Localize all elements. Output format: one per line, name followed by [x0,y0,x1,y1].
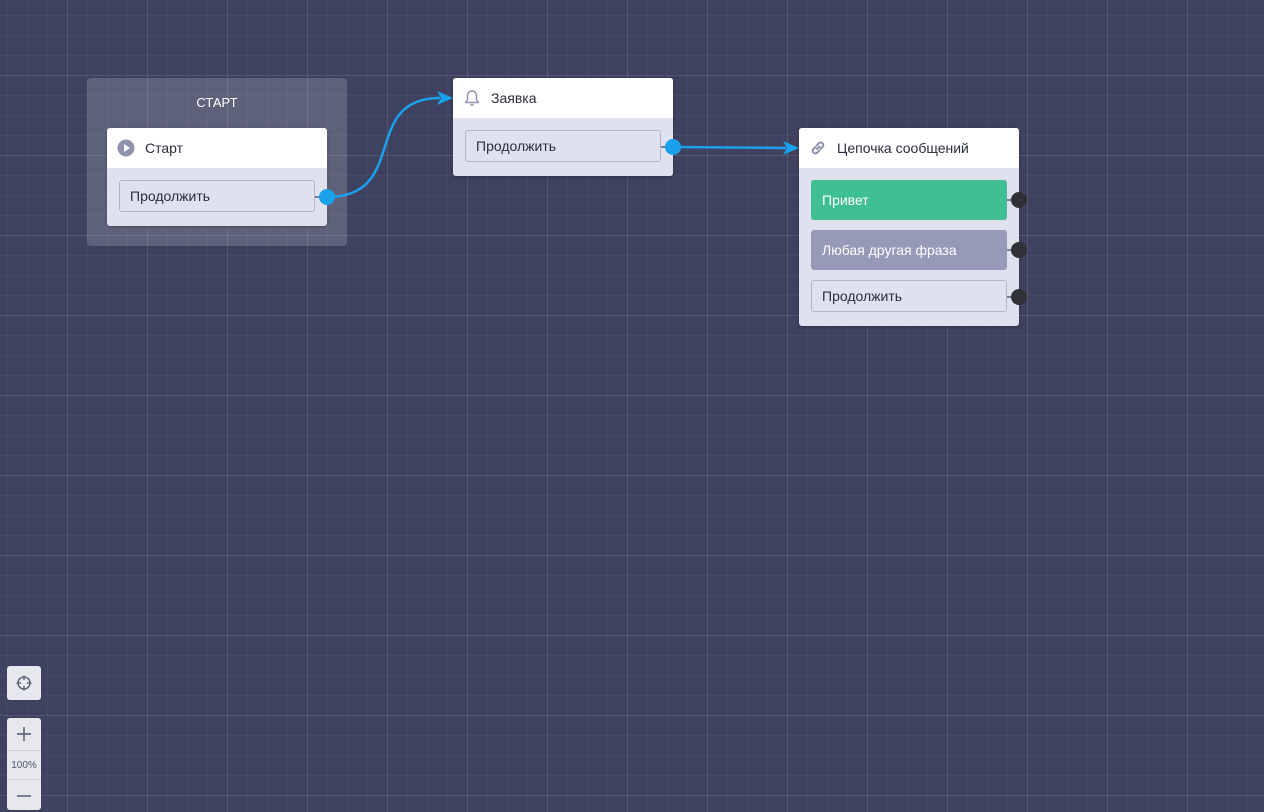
option-continue[interactable]: Продолжить [119,180,315,212]
minus-icon [16,788,32,804]
node-title: Старт [145,140,184,156]
node-request[interactable]: Заявка Продолжить [453,78,673,176]
zoom-controls: 100% [7,718,41,810]
option-continue[interactable]: Продолжить [465,130,661,162]
bell-icon [463,89,481,107]
fit-view-button[interactable] [7,666,41,700]
option-label: Продолжить [822,288,903,304]
option-label: Привет [822,192,869,208]
group-title: СТАРТ [196,95,238,110]
option-any-phrase[interactable]: Любая другая фраза [811,230,1007,270]
link-icon [809,139,827,157]
zoom-out-button[interactable] [7,780,41,812]
option-label: Любая другая фраза [822,242,957,258]
option-label: Продолжить [476,138,557,154]
output-port-hello[interactable] [1011,192,1027,208]
node-message-chain[interactable]: Цепочка сообщений Привет Любая другая фр… [799,128,1019,326]
node-title: Заявка [491,90,537,106]
zoom-in-button[interactable] [7,718,41,750]
node-header[interactable]: Цепочка сообщений [799,128,1019,168]
play-circle-icon [117,139,135,157]
node-start[interactable]: Старт Продолжить [107,128,327,226]
crosshair-icon [15,674,33,692]
node-header[interactable]: Заявка [453,78,673,118]
link-request-to-chain[interactable] [672,145,787,150]
option-continue[interactable]: Продолжить [811,280,1007,312]
option-label: Продолжить [130,188,211,204]
node-header[interactable]: Старт [107,128,327,168]
link-arrowhead [783,141,799,155]
output-port-request-continue[interactable] [665,139,681,155]
link-arrowhead [437,91,453,105]
output-port-start-continue[interactable] [319,189,335,205]
option-hello[interactable]: Привет [811,180,1007,220]
zoom-level: 100% [7,750,41,780]
output-port-any-phrase[interactable] [1011,242,1027,258]
node-title: Цепочка сообщений [837,140,969,156]
plus-icon [16,726,32,742]
output-port-chain-continue[interactable] [1011,289,1027,305]
